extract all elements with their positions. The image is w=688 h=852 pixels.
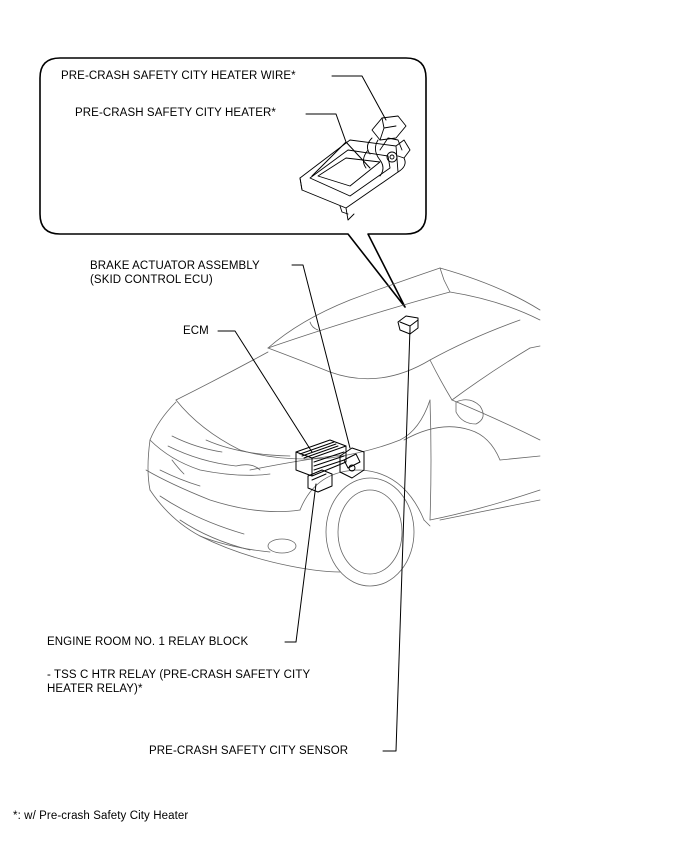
brake-actuator-label: BRAKE ACTUATOR ASSEMBLY: [90, 260, 260, 272]
leader-relay-block: [284, 483, 317, 643]
relay-block-label: ENGINE ROOM NO. 1 RELAY BLOCK: [47, 636, 249, 648]
leader-heater-split: [311, 141, 371, 177]
leader-ecm: [217, 330, 313, 453]
detail-callout-box: [39, 57, 427, 308]
brake-actuator-part: [339, 447, 365, 479]
relay-block-part: [307, 469, 333, 493]
heater-bracket-drawing: [299, 115, 411, 221]
leader-sensor: [382, 327, 411, 752]
sensor-label: PRE-CRASH SAFETY CITY SENSOR: [149, 745, 349, 757]
tss-relay-label: - TSS C HTR RELAY (PRE-CRASH SAFETY CITY: [47, 669, 311, 681]
heater-label: PRE-CRASH SAFETY CITY HEATER*: [75, 107, 276, 119]
tss-relay-label-cont: HEATER RELAY)*: [47, 683, 143, 695]
sensor-part: [397, 315, 419, 335]
footnote: *: w/ Pre-crash Safety City Heater: [13, 810, 189, 822]
leader-brake-actuator: [291, 264, 351, 449]
skid-control-ecu-label: (SKID CONTROL ECU): [90, 274, 213, 286]
ecm-part: [295, 439, 347, 477]
ecm-label: ECM: [183, 325, 209, 337]
leader-heater: [305, 113, 347, 143]
vehicle-outline: [145, 267, 541, 587]
leader-heater-wire: [331, 75, 387, 121]
heater-wire-label: PRE-CRASH SAFETY CITY HEATER WIRE*: [61, 70, 296, 82]
leader-lines: [217, 75, 411, 752]
